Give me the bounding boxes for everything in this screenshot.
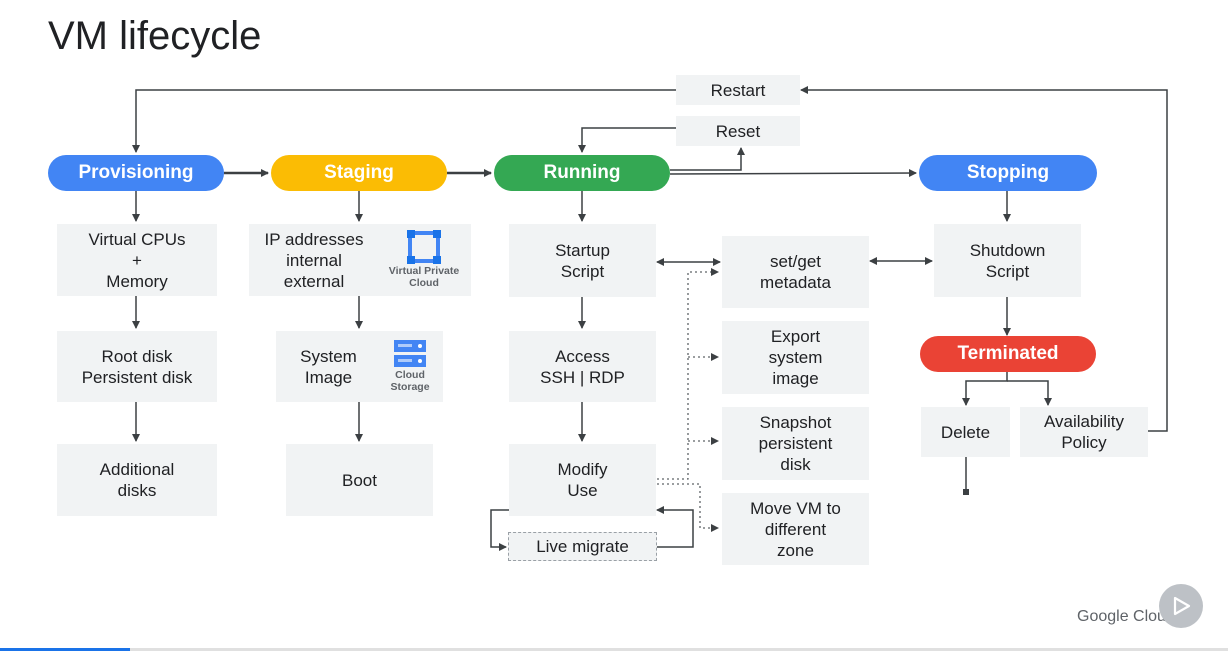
- page-title: VM lifecycle: [48, 14, 262, 58]
- ip-addresses-box: IP addresses internal external: [249, 224, 471, 296]
- cloud-storage-icon: Cloud Storage: [383, 339, 437, 393]
- state-staging: Staging: [271, 155, 447, 191]
- virtual-cpus-memory-box: Virtual CPUs + Memory: [57, 224, 217, 296]
- state-provisioning: Provisioning: [48, 155, 224, 191]
- vpc-glyph-icon: [407, 230, 441, 264]
- video-progress-bar: [0, 648, 130, 651]
- modify-use-box: Modify Use: [509, 444, 656, 516]
- export-system-image-box: Export system image: [722, 321, 869, 394]
- startup-script-box: Startup Script: [509, 224, 656, 297]
- google-cloud-logo: Google Cloud: [1077, 608, 1175, 625]
- system-image-text: System Image: [300, 346, 357, 387]
- state-running-label: Running: [543, 162, 621, 183]
- restart-box: Restart: [676, 75, 800, 105]
- root-disk-box: Root disk Persistent disk: [57, 331, 217, 402]
- virtual-private-cloud-icon: Virtual Private Cloud: [381, 229, 467, 289]
- state-stopping-label: Stopping: [966, 162, 1050, 183]
- shutdown-script-box: Shutdown Script: [934, 224, 1081, 297]
- state-terminated-label: Terminated: [957, 343, 1059, 364]
- delete-box: Delete: [921, 407, 1010, 457]
- state-staging-label: Staging: [324, 162, 394, 183]
- vpc-label: Virtual Private Cloud: [388, 265, 460, 289]
- additional-disks-box: Additional disks: [57, 444, 217, 516]
- play-icon[interactable]: [1159, 584, 1203, 628]
- storage-glyph-icon: [394, 340, 426, 367]
- state-provisioning-label: Provisioning: [78, 162, 194, 183]
- state-stopping: Stopping: [919, 155, 1097, 191]
- snapshot-persistent-disk-box: Snapshot persistent disk: [722, 407, 869, 480]
- set-get-metadata-box: set/get metadata: [722, 236, 869, 308]
- storage-label: Cloud Storage: [390, 369, 430, 393]
- state-terminated: Terminated: [920, 336, 1096, 372]
- access-ssh-rdp-box: Access SSH | RDP: [509, 331, 656, 402]
- reset-box: Reset: [676, 116, 800, 146]
- move-vm-zone-box: Move VM to different zone: [722, 493, 869, 565]
- ip-addresses-text: IP addresses internal external: [264, 229, 364, 291]
- play-glyph-icon: [1173, 596, 1191, 616]
- video-progress-track[interactable]: [0, 648, 1228, 651]
- state-running: Running: [494, 155, 670, 191]
- boot-box: Boot: [286, 444, 433, 516]
- availability-policy-box: Availability Policy: [1020, 407, 1148, 457]
- live-migrate-box: Live migrate: [508, 532, 657, 561]
